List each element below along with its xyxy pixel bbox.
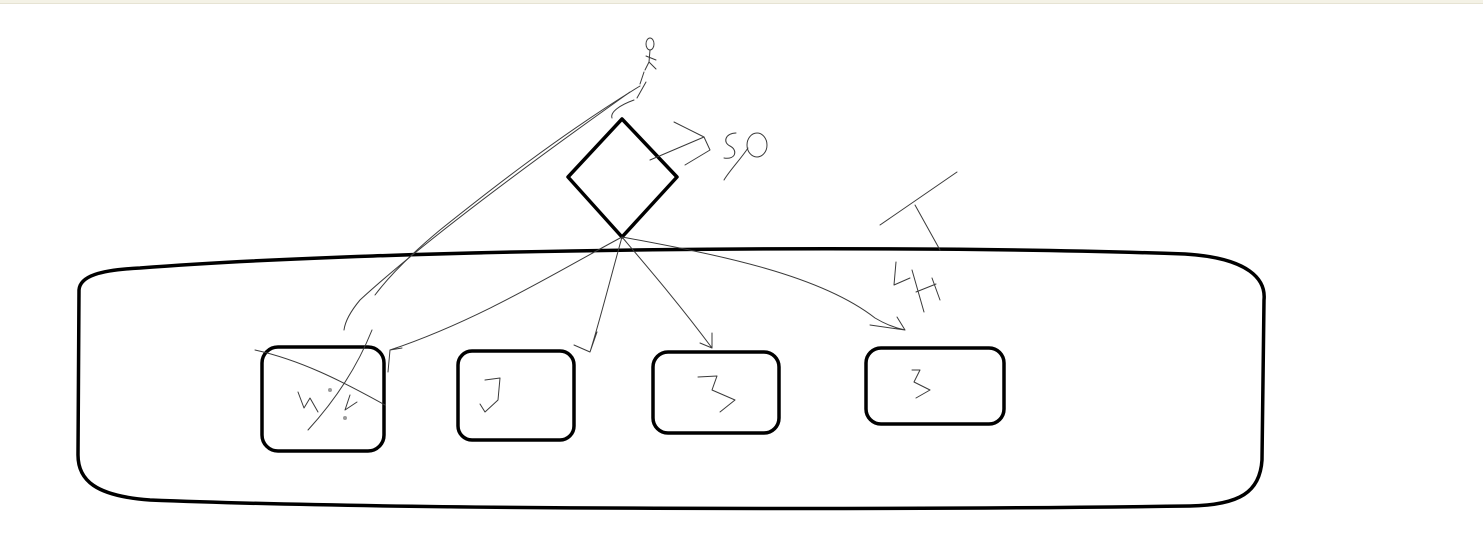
outer-container [76, 246, 1266, 511]
box-3-scribble [697, 375, 736, 413]
connector-diamond-to-box1 [387, 236, 623, 373]
box-2 [456, 349, 576, 442]
box-4 [864, 346, 1006, 426]
connector-diamond-to-box3 [621, 236, 713, 349]
box-2-scribble [479, 377, 501, 413]
window-top-strip [0, 0, 1483, 4]
connector-figure-to-box1-b [611, 99, 635, 119]
stick-figure [636, 37, 657, 99]
box-1 [260, 345, 386, 453]
box-4-scribble [911, 369, 931, 399]
so-scribble [649, 121, 768, 181]
connector-diamond-to-box4 [621, 236, 906, 331]
lh-scribble [879, 171, 958, 313]
connector-figure-to-box1-c [343, 91, 631, 331]
box-1-scribble [254, 329, 386, 431]
connector-diamond-to-box2 [573, 236, 623, 353]
connector-figure-to-box1-a [374, 85, 641, 296]
box-3 [651, 350, 781, 435]
diamond [566, 117, 679, 239]
